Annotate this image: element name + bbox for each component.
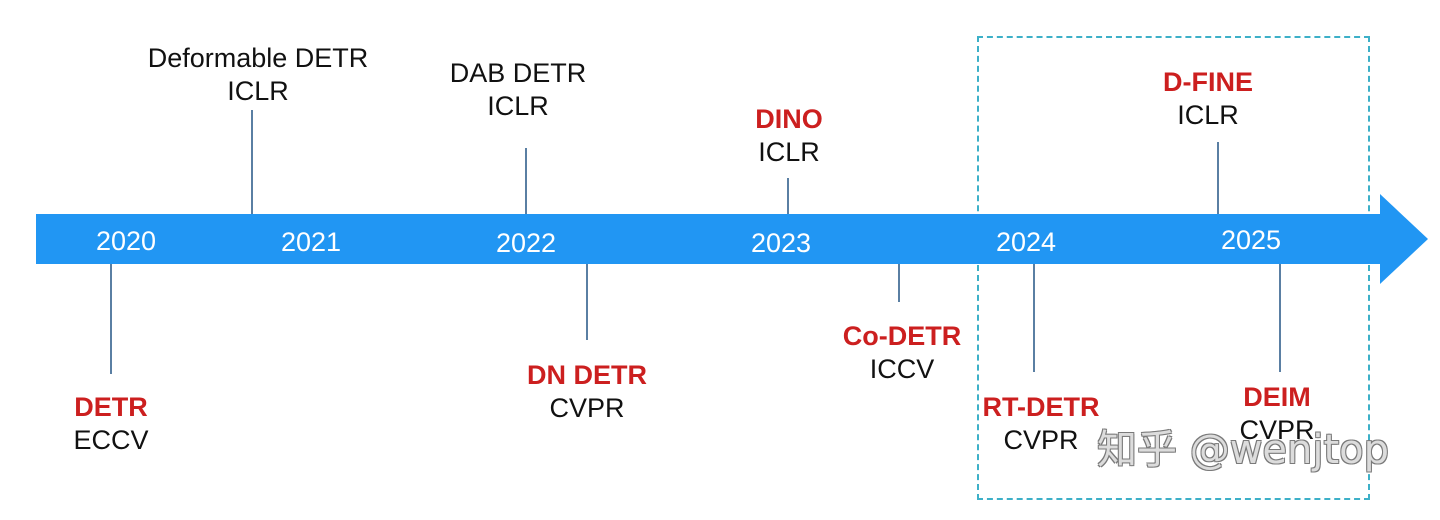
connector-dn-detr	[586, 264, 588, 340]
paper-venue: CVPR	[1003, 425, 1079, 455]
paper-venue: CVPR	[549, 393, 625, 423]
paper-venue: ICLR	[758, 137, 820, 167]
year-2021: 2021	[280, 227, 342, 257]
timeline-arrow-bar	[36, 214, 1384, 264]
connector-rt-detr	[1033, 264, 1035, 372]
paper-dino: DINO ICLR	[755, 103, 823, 169]
paper-name: DINO	[755, 104, 823, 134]
paper-deformable-detr: Deformable DETR ICLR	[148, 42, 369, 108]
paper-venue: ECCV	[73, 425, 149, 455]
paper-name: DETR	[74, 392, 148, 422]
paper-dab-detr: DAB DETR ICLR	[450, 57, 587, 123]
paper-venue: ICCV	[869, 354, 935, 384]
recent-work-highlight-box	[977, 36, 1370, 500]
year-2025: 2025	[1220, 225, 1282, 255]
paper-rt-detr: RT-DETR CVPR	[983, 391, 1100, 457]
paper-venue: ICLR	[487, 91, 549, 121]
paper-venue: CVPR	[1239, 415, 1315, 445]
paper-name: D-FINE	[1163, 67, 1253, 97]
paper-deim: DEIM CVPR	[1239, 381, 1314, 447]
connector-co-detr	[898, 264, 900, 302]
paper-name: RT-DETR	[982, 392, 1100, 422]
paper-venue: ICLR	[227, 76, 289, 106]
timeline-arrow-head	[1380, 194, 1428, 284]
year-2020: 2020	[95, 226, 157, 256]
connector-dab-detr	[525, 148, 527, 214]
paper-co-detr: Co-DETR ICCV	[843, 320, 961, 386]
paper-dn-detr: DN DETR CVPR	[527, 359, 647, 425]
paper-name: DAB DETR	[449, 58, 587, 88]
year-2023: 2023	[750, 228, 812, 258]
paper-name: Co-DETR	[842, 321, 962, 351]
connector-deim	[1279, 264, 1281, 372]
paper-name: Deformable DETR	[147, 43, 369, 73]
year-2022: 2022	[495, 228, 557, 258]
connector-dino	[787, 178, 789, 214]
paper-detr: DETR ECCV	[73, 391, 148, 457]
paper-name: DEIM	[1243, 382, 1311, 412]
watermark: 知乎 @wenjtop	[1097, 427, 1390, 473]
connector-deformable-detr	[251, 110, 253, 214]
paper-venue: ICLR	[1177, 100, 1239, 130]
connector-d-fine	[1217, 142, 1219, 214]
year-2024: 2024	[995, 227, 1057, 257]
paper-name: DN DETR	[527, 360, 647, 390]
paper-d-fine: D-FINE ICLR	[1163, 66, 1253, 132]
connector-detr	[110, 264, 112, 374]
